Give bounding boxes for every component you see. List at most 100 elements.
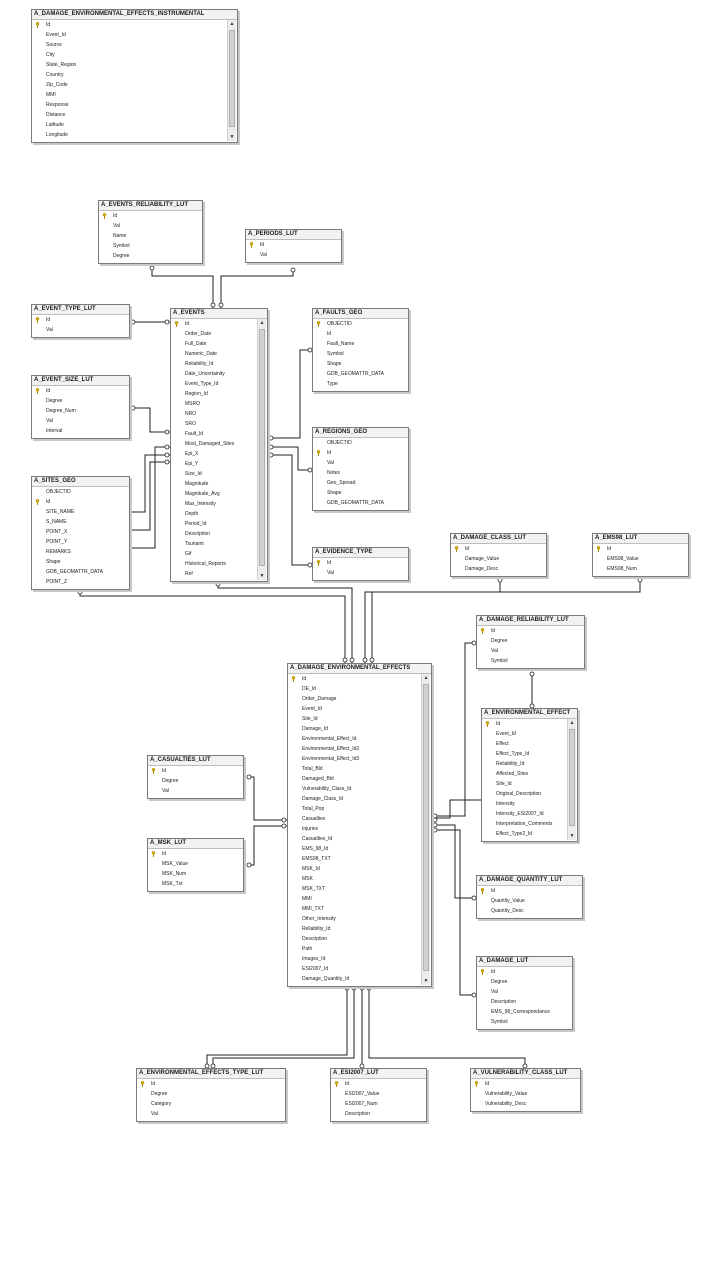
table-title[interactable]: A_MSK_LUT <box>148 839 243 849</box>
column-row[interactable]: Damage_Value <box>451 554 546 564</box>
table-scrollbar[interactable]: ▲▼ <box>227 20 236 141</box>
column-row[interactable]: Total_Bld <box>288 764 421 774</box>
column-row[interactable]: Ref <box>171 569 257 579</box>
column-row[interactable]: Id <box>32 20 227 30</box>
column-row[interactable]: Source <box>32 40 227 50</box>
column-row[interactable]: Affected_Sites <box>482 769 567 779</box>
column-row[interactable]: Id <box>471 1079 580 1089</box>
column-row[interactable]: Val <box>148 786 243 796</box>
column-row[interactable]: OBJECTID <box>313 438 408 448</box>
column-row[interactable]: Val <box>477 987 572 997</box>
column-row[interactable]: Response <box>32 100 227 110</box>
column-row[interactable]: Id <box>99 211 202 221</box>
column-row[interactable]: Id <box>451 544 546 554</box>
column-row[interactable]: City <box>32 50 227 60</box>
table-title[interactable]: A_DAMAGE_QUANTITY_LUT <box>477 876 582 886</box>
column-row[interactable]: MSK_Num <box>148 869 243 879</box>
column-row[interactable]: Other_Intensity <box>288 914 421 924</box>
column-row[interactable]: Quantity_Value <box>477 896 582 906</box>
column-row[interactable]: Symbol <box>477 656 584 666</box>
column-row[interactable]: MSK <box>288 874 421 884</box>
column-row[interactable]: Id <box>288 674 421 684</box>
column-row[interactable]: Max_Intensity <box>171 499 257 509</box>
column-row[interactable]: GDB_GEOMATTR_DATA <box>313 498 408 508</box>
column-row[interactable]: Casualties_Id <box>288 834 421 844</box>
column-row[interactable]: Reliability_Id <box>171 359 257 369</box>
column-row[interactable]: Environmental_Effect_Id3 <box>288 754 421 764</box>
column-row[interactable]: Environmental_Effect_Id <box>288 734 421 744</box>
column-row[interactable]: MSK_Txt <box>148 879 243 889</box>
column-row[interactable]: Id <box>593 544 688 554</box>
column-row[interactable]: Original_Description <box>482 789 567 799</box>
table-title[interactable]: A_EVENT_SIZE_LUT <box>32 376 129 386</box>
table-title[interactable]: A_EVENT_TYPE_LUT <box>32 305 129 315</box>
table-title[interactable]: A_PERIODS_LUT <box>246 230 341 240</box>
column-row[interactable]: Event_Id <box>482 729 567 739</box>
column-row[interactable]: MSK_TXT <box>288 884 421 894</box>
table-title[interactable]: A_ENVIRONMENTAL_EFFECT <box>482 709 577 719</box>
scroll-up-icon[interactable]: ▲ <box>259 320 265 326</box>
column-row[interactable]: OBJECTID <box>313 319 408 329</box>
column-row[interactable]: Id <box>32 315 129 325</box>
column-row[interactable]: Injuries <box>288 824 421 834</box>
column-row[interactable]: Vulnerability_Value <box>471 1089 580 1099</box>
column-row[interactable]: Vulnerability_Desc <box>471 1099 580 1109</box>
column-row[interactable]: Id <box>137 1079 285 1089</box>
column-row[interactable]: Region_Id <box>171 389 257 399</box>
column-row[interactable]: MMI_TXT <box>288 904 421 914</box>
column-row[interactable]: Shape <box>313 488 408 498</box>
column-row[interactable]: Val <box>32 416 129 426</box>
column-row[interactable]: Id <box>331 1079 426 1089</box>
column-row[interactable]: Description <box>171 529 257 539</box>
column-row[interactable]: Site_Id <box>482 779 567 789</box>
column-row[interactable]: Period_Id <box>171 519 257 529</box>
table-title[interactable]: A_DAMAGE_ENVIRONMENTAL_EFFECTS_INSTRUMEN… <box>32 10 237 20</box>
column-row[interactable]: Notes <box>313 468 408 478</box>
column-row[interactable]: Numeric_Date <box>171 349 257 359</box>
table-a-damage-environmental-effects-instrumental[interactable]: A_DAMAGE_ENVIRONMENTAL_EFFECTS_INSTRUMEN… <box>31 9 238 143</box>
table-title[interactable]: A_ESI2007_LUT <box>331 1069 426 1079</box>
column-row[interactable]: Fault_Id <box>171 429 257 439</box>
column-row[interactable]: REMARKS <box>32 547 129 557</box>
column-row[interactable]: EMS98_Value <box>593 554 688 564</box>
scroll-thumb[interactable] <box>423 684 429 971</box>
column-row[interactable]: MMI <box>32 90 227 100</box>
column-row[interactable]: Historical_Reports <box>171 559 257 569</box>
column-row[interactable]: MSK_Id <box>288 864 421 874</box>
column-row[interactable]: Depth <box>171 509 257 519</box>
column-row[interactable]: OBJECTID <box>32 487 129 497</box>
column-row[interactable]: Interval <box>32 426 129 436</box>
column-row[interactable]: POINT_X <box>32 527 129 537</box>
column-row[interactable]: Date_Uncertainity <box>171 369 257 379</box>
column-row[interactable]: Degree_Num <box>32 406 129 416</box>
table-title[interactable]: A_DAMAGE_ENVIRONMENTAL_EFFECTS <box>288 664 431 674</box>
column-row[interactable]: Order_Date <box>171 329 257 339</box>
column-row[interactable]: Id <box>246 240 341 250</box>
column-row[interactable]: EMS98_Num <box>593 564 688 574</box>
scroll-down-icon[interactable]: ▼ <box>229 134 235 140</box>
column-row[interactable]: Event_Id <box>32 30 227 40</box>
table-title[interactable]: A_DAMAGE_RELIABILITY_LUT <box>477 616 584 626</box>
column-row[interactable]: Path <box>288 944 421 954</box>
column-row[interactable]: Id <box>477 626 584 636</box>
column-row[interactable]: GDB_GEOMATTR_DATA <box>32 567 129 577</box>
scroll-thumb[interactable] <box>229 30 235 127</box>
column-row[interactable]: Id <box>148 766 243 776</box>
table-title[interactable]: A_EVIDENCE_TYPE <box>313 548 408 558</box>
column-row[interactable]: Quantity_Desc <box>477 906 582 916</box>
column-row[interactable]: MSRO <box>171 399 257 409</box>
column-row[interactable]: Shape <box>32 557 129 567</box>
table-title[interactable]: A_REGIONS_GEO <box>313 428 408 438</box>
table-title[interactable]: A_FAULTS_GEO <box>313 309 408 319</box>
scroll-thumb[interactable] <box>259 329 265 566</box>
column-row[interactable]: Degree <box>99 251 202 261</box>
